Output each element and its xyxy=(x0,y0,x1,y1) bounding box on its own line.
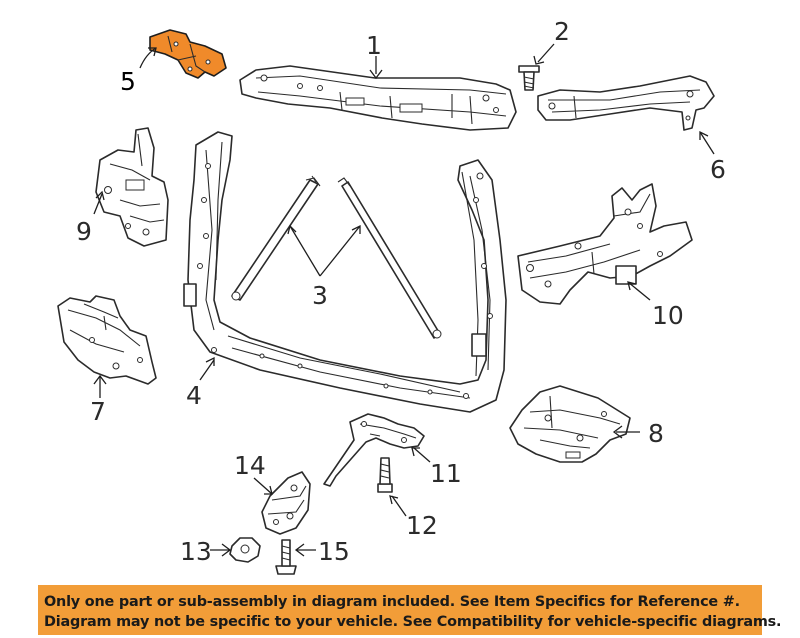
part-13-nut[interactable] xyxy=(229,537,261,563)
part-11-support-rod[interactable] xyxy=(323,413,425,487)
part-9-left-bracket[interactable] xyxy=(95,127,169,247)
callout-6: 6 xyxy=(710,155,726,184)
callout-14: 14 xyxy=(234,451,266,480)
callout-7: 7 xyxy=(90,397,106,426)
disclaimer-banner: Only one part or sub-assembly in diagram… xyxy=(38,585,782,635)
part-1-upper-tie-bar[interactable] xyxy=(239,65,517,131)
disclaimer-line-1: Only one part or sub-assembly in diagram… xyxy=(44,594,740,610)
callout-11: 11 xyxy=(430,459,462,488)
part-15-bolt[interactable] xyxy=(275,539,297,575)
part-8-right-lower-bracket[interactable] xyxy=(509,385,631,463)
callout-9: 9 xyxy=(76,217,92,246)
callout-5: 5 xyxy=(120,67,136,96)
parts-diagram: 1 2 3 4 5 6 7 8 9 10 11 12 13 14 15 xyxy=(57,17,726,575)
part-2-bolt[interactable] xyxy=(518,65,540,91)
part-3-braces[interactable] xyxy=(231,175,442,339)
callout-12: 12 xyxy=(406,511,438,540)
leader-lines xyxy=(93,43,715,557)
callout-10: 10 xyxy=(652,301,684,330)
part-6-right-bracket[interactable] xyxy=(537,75,715,131)
callout-3: 3 xyxy=(312,281,328,310)
callout-2: 2 xyxy=(554,17,570,46)
part-14-bracket[interactable] xyxy=(261,471,311,535)
callout-1: 1 xyxy=(366,31,382,60)
part-7-left-lower-bracket[interactable] xyxy=(57,295,157,385)
callout-4: 4 xyxy=(186,381,202,410)
part-12-bolt[interactable] xyxy=(377,457,393,493)
part-5-bracket[interactable] xyxy=(149,29,227,79)
disclaimer-line-2: Diagram may not be specific to your vehi… xyxy=(44,614,782,630)
callout-numbers: 1 2 3 4 5 6 7 8 9 10 11 12 13 14 15 xyxy=(76,17,726,566)
callout-15: 15 xyxy=(318,537,350,566)
callout-8: 8 xyxy=(648,419,664,448)
callout-13: 13 xyxy=(180,537,212,566)
part-4-radiator-support-frame[interactable] xyxy=(183,131,507,413)
part-10-right-lower-bracket[interactable] xyxy=(517,183,693,305)
